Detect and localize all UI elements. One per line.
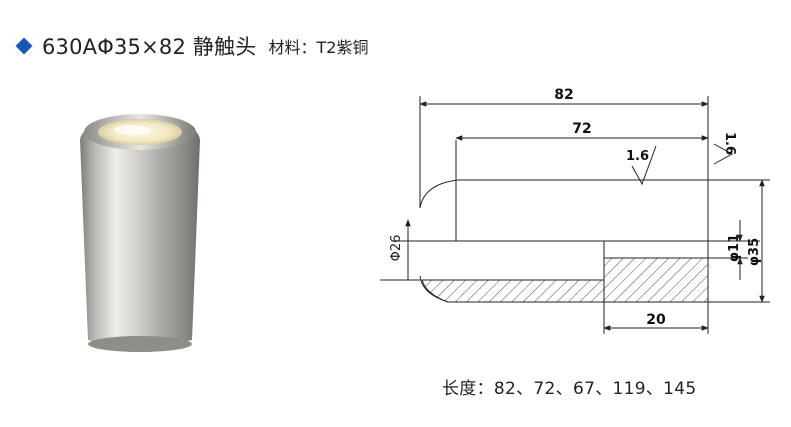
cylinder-base [88, 336, 192, 352]
step-line [603, 241, 708, 259]
dim-label-35: φ35 [747, 238, 762, 266]
product-image [80, 114, 200, 352]
dim-label-26: Φ26 [389, 235, 404, 262]
bore-highlight [114, 125, 150, 135]
dim-label-20: 20 [646, 312, 666, 328]
lengths-label: 长度：82、72、67、119、145 [442, 379, 697, 399]
outline-chamfer-top [419, 179, 459, 209]
material-label: 材料：T2紫铜 [268, 38, 369, 57]
diamond-bullet-icon [15, 37, 33, 55]
technical-drawing: 82 72 20 1.6 1.6 φ35 φ11 Φ26 [380, 87, 770, 334]
dim-label-11: φ11 [727, 234, 742, 262]
hatched-section [421, 257, 709, 303]
header: 630AΦ35×82 静触头 材料：T2紫铜 [14, 30, 368, 62]
dim-label-82: 82 [554, 87, 573, 103]
cylinder-body [80, 116, 200, 346]
roughness-label-inner: 1.6 [626, 149, 649, 164]
product-title: 630AΦ35×82 静触头 [42, 35, 257, 59]
roughness-symbol-top [713, 143, 734, 165]
roughness-symbol-inner [631, 145, 657, 186]
dim-label-72: 72 [572, 121, 591, 137]
roughness-label-top: 1.6 [722, 132, 737, 155]
